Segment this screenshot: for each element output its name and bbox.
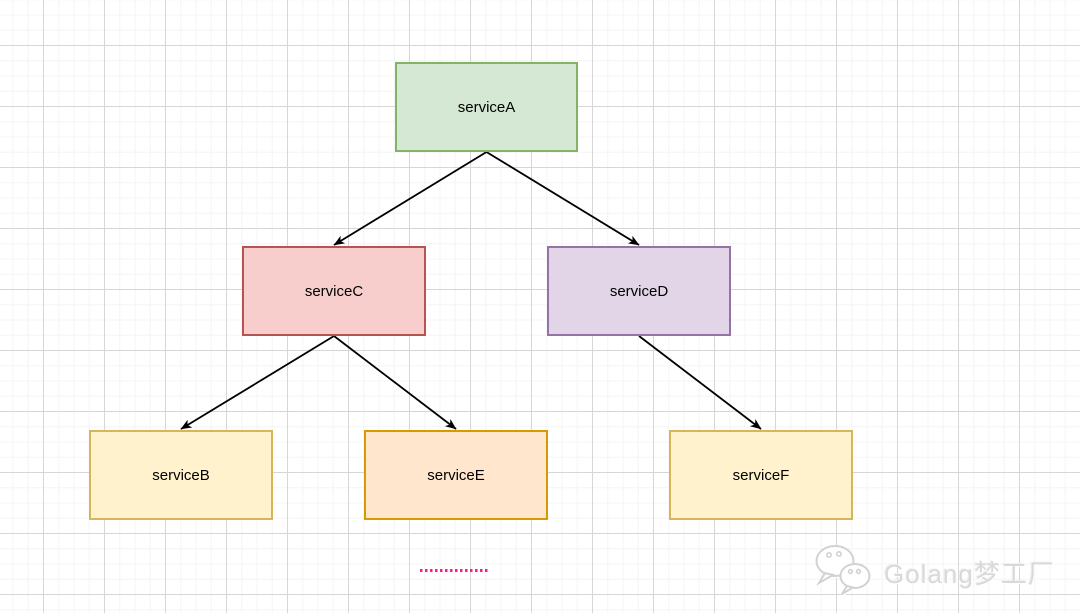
diagram-node-serviceF[interactable]: serviceF	[669, 430, 853, 520]
edge-serviceD-to-serviceF	[638, 335, 762, 430]
diagram-node-serviceE[interactable]: serviceE	[364, 430, 548, 520]
wechat-icon	[812, 543, 876, 602]
diagram-node-serviceB[interactable]: serviceB	[89, 430, 273, 520]
edge-serviceC-to-serviceE	[333, 335, 457, 430]
edge-serviceA-to-serviceC	[333, 151, 487, 246]
diagram-node-serviceC[interactable]: serviceC	[242, 246, 426, 336]
diagram-node-serviceD[interactable]: serviceD	[547, 246, 731, 336]
edge-serviceA-to-serviceD	[486, 151, 640, 246]
edge-serviceC-to-serviceB	[180, 335, 335, 430]
dotted-line-annotation	[420, 569, 489, 572]
watermark-text: Golang梦工厂	[884, 559, 1055, 589]
watermark: Golang梦工厂	[812, 543, 1055, 602]
diagram-node-serviceA[interactable]: serviceA	[395, 62, 578, 152]
